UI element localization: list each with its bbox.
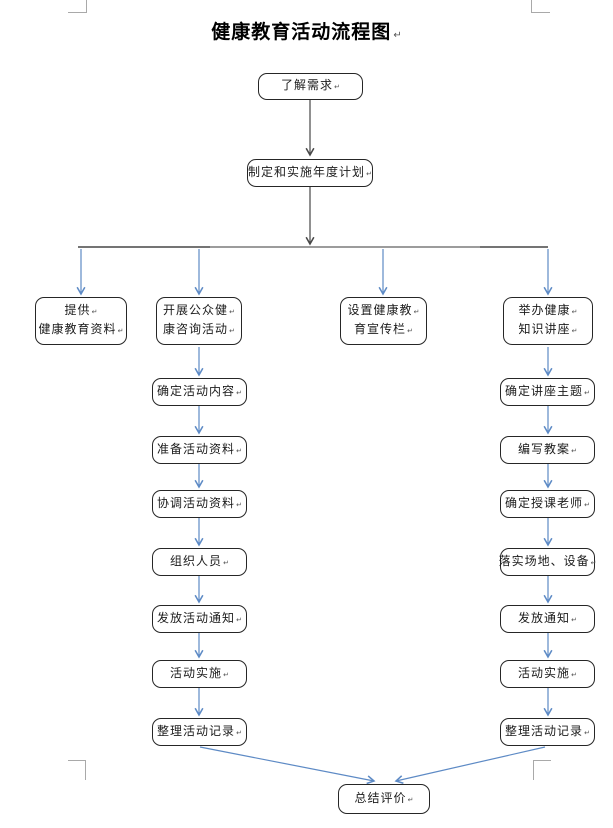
margin-crop-mark-bottom-right: [533, 760, 551, 780]
branch-drop-edges: [81, 249, 548, 294]
node-summary-evaluation: 总结评价: [338, 784, 430, 814]
node-lecture-step-notice: 发放通知: [500, 605, 595, 633]
page-title: 健康教育活动流程图: [0, 17, 613, 44]
node-lecture-step-venue-equipment: 落实场地、设备: [499, 548, 595, 576]
margin-crop-mark-top-left: [68, 0, 87, 13]
node-consult-step-content: 确定活动内容: [152, 378, 247, 406]
node-lecture-step-records: 整理活动记录: [500, 718, 595, 746]
trunk-edges: [78, 100, 548, 248]
node-lecture-step-teacher: 确定授课老师: [500, 490, 595, 518]
node-public-consultation: 开展公众健 康咨询活动: [156, 297, 242, 345]
margin-crop-mark-top-right: [531, 0, 550, 13]
node-consult-step-prepare: 准备活动资料: [152, 436, 247, 464]
node-consult-step-notice: 发放活动通知: [152, 605, 247, 633]
node-annual-plan: 制定和实施年度计划: [247, 159, 373, 187]
merge-edges: [199, 746, 546, 781]
node-lecture-step-topic: 确定讲座主题: [500, 378, 595, 406]
node-consult-step-records: 整理活动记录: [152, 718, 247, 746]
node-consult-step-organize: 组织人员: [152, 548, 247, 576]
node-lecture-step-teaching-plan: 编写教案: [500, 436, 595, 464]
node-lecture-step-implement: 活动实施: [500, 660, 595, 688]
node-health-lecture: 举办健康 知识讲座: [503, 297, 593, 345]
node-understand-needs: 了解需求: [258, 73, 363, 100]
node-provide-materials: 提供 健康教育资料: [35, 297, 127, 345]
node-bulletin-board: 设置健康教 育宣传栏: [340, 297, 427, 345]
node-consult-step-implement: 活动实施: [152, 660, 247, 688]
node-consult-step-coordinate: 协调活动资料: [152, 490, 247, 518]
margin-crop-mark-bottom-left: [68, 760, 86, 780]
